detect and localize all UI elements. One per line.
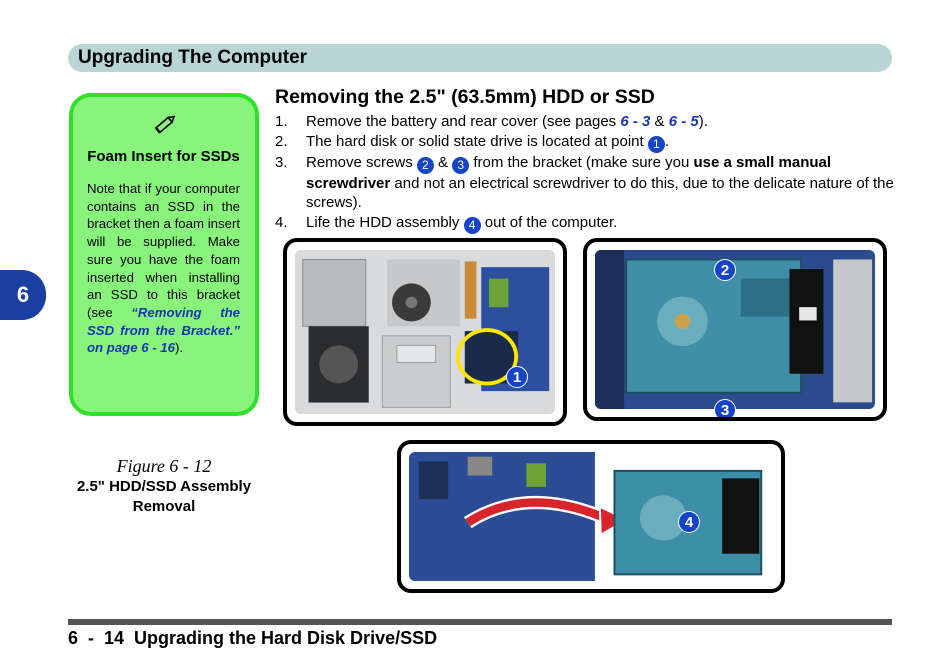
page-ref-link[interactable]: 6 - 3 bbox=[620, 113, 651, 130]
list-item: 3. Remove screws 2 & 3 from the bracket … bbox=[275, 153, 894, 212]
pencil-icon bbox=[150, 111, 178, 139]
note-text: Note that if your computer contains an S… bbox=[87, 181, 240, 356]
note-box: Foam Insert for SSDs Note that if your c… bbox=[69, 93, 259, 416]
photo-computer-interior: 1 bbox=[283, 238, 567, 426]
callout-badge: 3 bbox=[714, 399, 736, 417]
photo-hdd-removal: 4 bbox=[397, 440, 785, 593]
figure-number: Figure 6 - 12 bbox=[116, 456, 212, 476]
callout-badge: 4 bbox=[678, 511, 700, 533]
footer-rule bbox=[68, 619, 892, 625]
callout-badge: 1 bbox=[647, 135, 665, 153]
callout-badge: 2 bbox=[416, 156, 434, 174]
page-ref-link[interactable]: 6 - 5 bbox=[668, 113, 699, 130]
list-item: 4. Life the HDD assembly 4 out of the co… bbox=[275, 213, 618, 234]
figure-caption: Figure 6 - 12 2.5" HDD/SSD Assembly Remo… bbox=[68, 455, 260, 517]
callout-badge: 2 bbox=[714, 259, 736, 281]
photo-hdd-closeup: 2 3 bbox=[583, 238, 887, 421]
list-item: 1. Remove the battery and rear cover (se… bbox=[275, 113, 708, 130]
note-xref-link[interactable]: “Removing the SSD from the Bracket.” on … bbox=[87, 304, 240, 356]
page-header-title: Upgrading The Computer bbox=[78, 47, 308, 68]
chapter-tab: 6 bbox=[0, 270, 46, 320]
page-footer: 6 - 14 Upgrading the Hard Disk Drive/SSD bbox=[68, 628, 438, 648]
steps-list: 1. Remove the battery and rear cover (se… bbox=[275, 112, 900, 234]
header-bar bbox=[68, 44, 892, 72]
callout-badge: 4 bbox=[463, 216, 481, 234]
section-title: Removing the 2.5" (63.5mm) HDD or SSD bbox=[275, 86, 655, 108]
figure-title: 2.5" HDD/SSD Assembly Removal bbox=[76, 478, 252, 515]
note-title: Foam Insert for SSDs bbox=[87, 148, 240, 165]
callout-badge: 1 bbox=[506, 366, 528, 388]
callout-badge: 3 bbox=[452, 156, 470, 174]
list-item: 2. The hard disk or solid state drive is… bbox=[275, 132, 670, 153]
